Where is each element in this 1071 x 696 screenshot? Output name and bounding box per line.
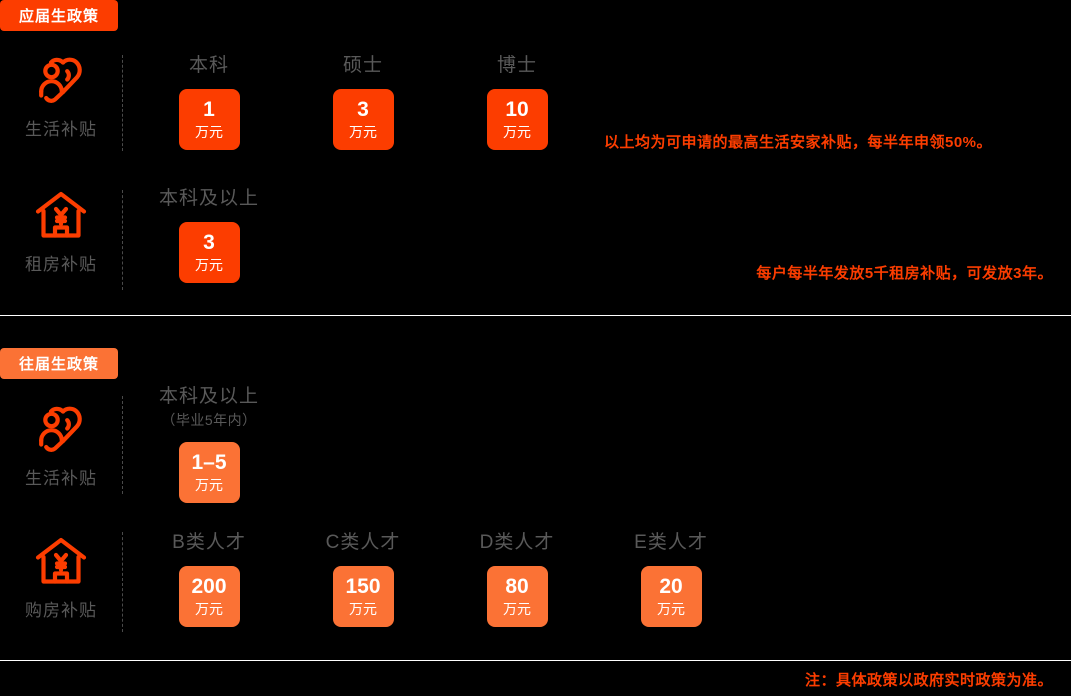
value-box: 150 万元 [332, 565, 394, 627]
person-heart-icon [33, 55, 89, 105]
cell-head: D类人才 [479, 532, 555, 553]
value-amount: 10 [505, 98, 529, 122]
value-amount: 3 [203, 231, 215, 255]
value-unit: 万元 [195, 477, 223, 494]
value-amount: 80 [505, 575, 529, 599]
cell-fresh-living-bachelor: 本科 1 万元 [134, 55, 284, 150]
cell-head: 硕士 [342, 55, 383, 76]
footer-divider-rule [0, 660, 1071, 661]
value-box: 3 万元 [332, 88, 394, 150]
value-box: 80 万元 [486, 565, 548, 627]
value-unit: 万元 [349, 124, 377, 141]
row-icon-past-purchase-allowance: 购房补贴 [0, 536, 122, 621]
value-amount: 3 [357, 98, 369, 122]
row-icon-fresh-rent-allowance: 租房补贴 [0, 190, 122, 275]
row-label: 购房补贴 [25, 601, 97, 620]
value-unit: 万元 [503, 124, 531, 141]
cell-fresh-living-master: 硕士 3 万元 [288, 55, 438, 150]
row-icon-fresh-living-allowance: 生活补贴 [0, 55, 122, 140]
cell-head: 本科 [188, 55, 229, 76]
value-unit: 万元 [195, 124, 223, 141]
value-box: 200 万元 [178, 565, 240, 627]
person-heart-icon [33, 404, 89, 454]
section-divider-rule [0, 315, 1071, 316]
value-unit: 万元 [349, 601, 377, 618]
value-box: 1–5 万元 [178, 441, 240, 503]
cell-head: 博士 [496, 55, 537, 76]
note-living-allowance: 以上均为可申请的最高生活安家补贴，每半年申领50%。 [604, 134, 993, 151]
cell-fresh-rent-bachelor-plus: 本科及以上 3 万元 [134, 188, 284, 283]
row-divider-dashed [122, 55, 123, 151]
note-rent-allowance: 每户每半年发放5千租房补贴，可发放3年。 [756, 265, 1053, 282]
cell-head: 本科及以上 [158, 386, 259, 407]
row-label: 生活补贴 [25, 120, 97, 139]
value-box: 20 万元 [640, 565, 702, 627]
value-unit: 万元 [195, 601, 223, 618]
value-amount: 200 [191, 575, 227, 599]
row-divider-dashed [122, 532, 123, 632]
section-badge-past-graduate: 往届生政策 [0, 348, 118, 379]
row-divider-dashed [122, 190, 123, 290]
value-unit: 万元 [657, 601, 685, 618]
value-amount: 1–5 [191, 451, 227, 475]
cell-head: E类人才 [634, 532, 708, 553]
value-amount: 20 [659, 575, 683, 599]
value-amount: 1 [203, 98, 215, 122]
cell-past-living-bachelor-plus: 本科及以上 （毕业5年内） 1–5 万元 [134, 386, 284, 503]
row-divider-dashed [122, 396, 123, 494]
value-amount: 150 [345, 575, 381, 599]
value-box: 1 万元 [178, 88, 240, 150]
cell-past-purchase-talent-d: D类人才 80 万元 [442, 532, 592, 627]
row-label: 生活补贴 [25, 469, 97, 488]
cell-head: B类人才 [172, 532, 246, 553]
value-box: 3 万元 [178, 221, 240, 283]
cell-past-purchase-talent-c: C类人才 150 万元 [288, 532, 438, 627]
section-badge-fresh-graduate: 应届生政策 [0, 0, 118, 31]
row-label: 租房补贴 [25, 255, 97, 274]
house-yuan-icon [33, 190, 89, 240]
cell-past-purchase-talent-b: B类人才 200 万元 [134, 532, 284, 627]
row-icon-past-living-allowance: 生活补贴 [0, 404, 122, 489]
value-box: 10 万元 [486, 88, 548, 150]
house-yuan-icon [33, 536, 89, 586]
footer-note: 注：具体政策以政府实时政策为准。 [804, 672, 1053, 689]
cell-past-purchase-talent-e: E类人才 20 万元 [596, 532, 746, 627]
value-unit: 万元 [195, 257, 223, 274]
value-unit: 万元 [503, 601, 531, 618]
cell-subhead: （毕业5年内） [161, 411, 257, 428]
cell-head: 本科及以上 [158, 188, 259, 209]
cell-head: C类人才 [325, 532, 401, 553]
cell-fresh-living-doctor: 博士 10 万元 [442, 55, 592, 150]
